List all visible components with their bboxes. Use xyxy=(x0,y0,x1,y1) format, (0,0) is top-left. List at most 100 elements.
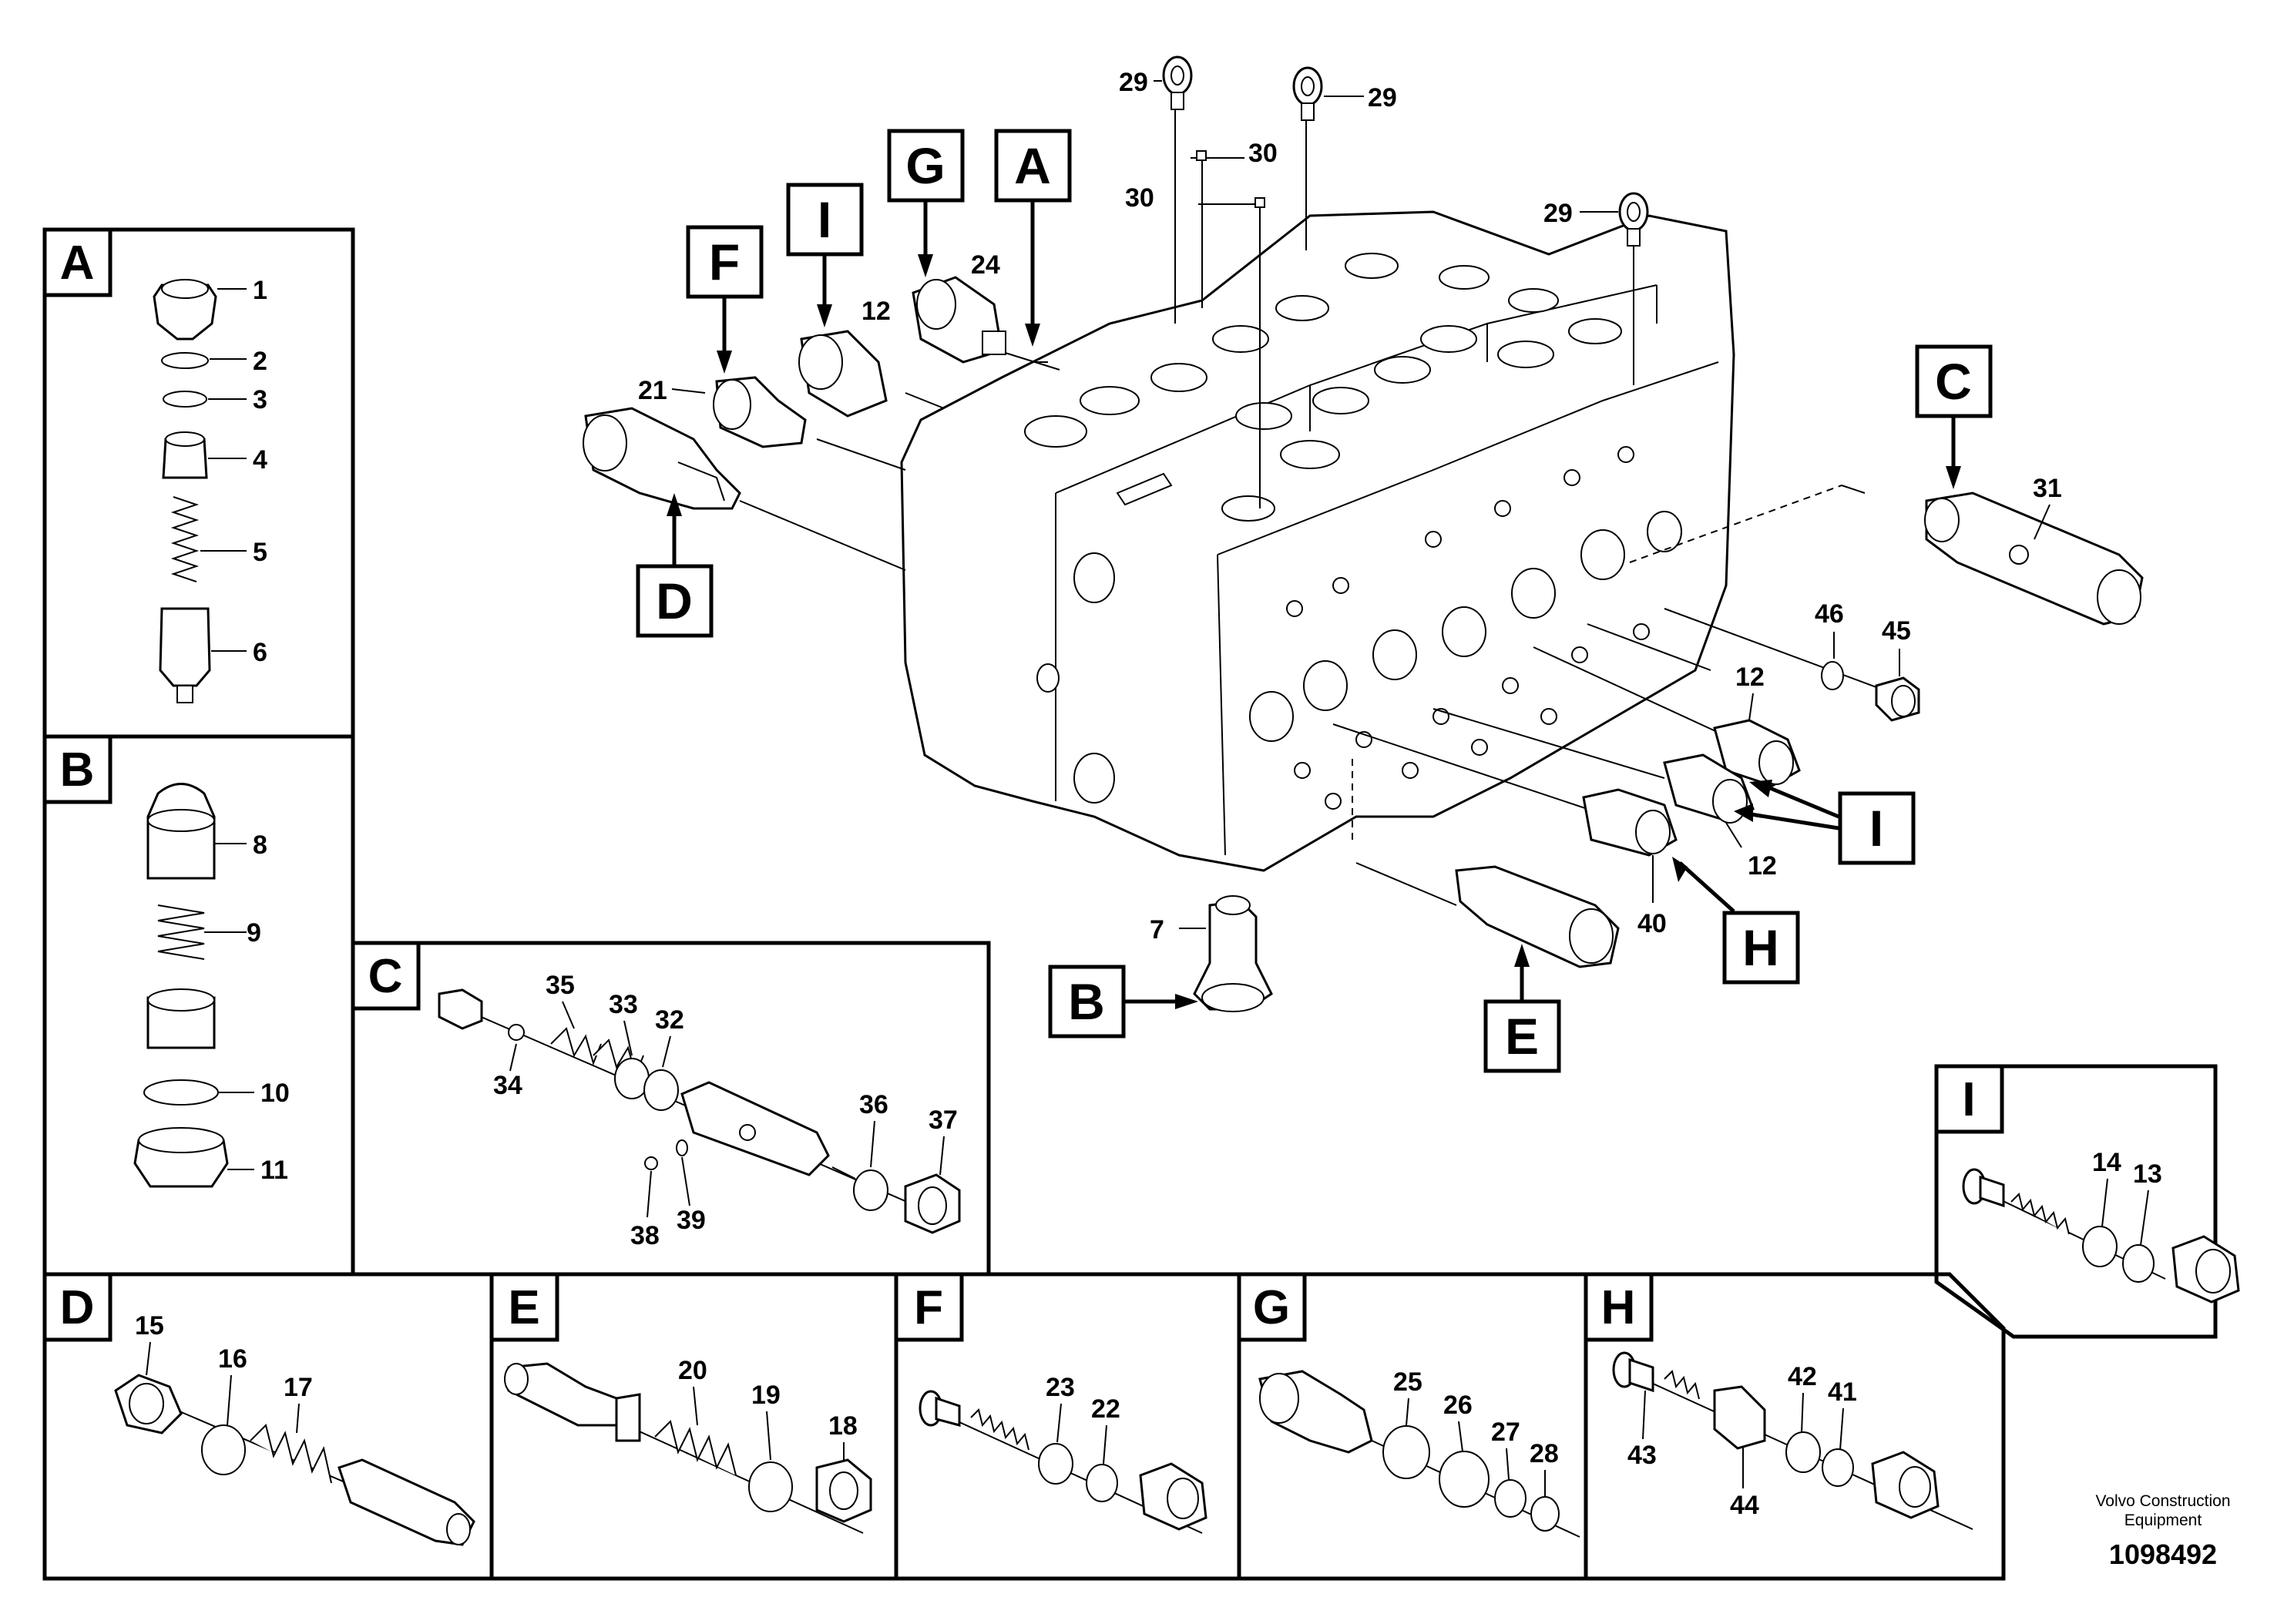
plug-30-bottom xyxy=(1254,197,1265,208)
footer-branding: Volvo Construction Equipment 1098492 xyxy=(2095,1492,2230,1570)
svg-text:32: 32 xyxy=(655,1005,684,1035)
svg-text:36: 36 xyxy=(859,1090,888,1119)
svg-text:31: 31 xyxy=(2033,474,2062,503)
valve-c-31 xyxy=(1924,492,2144,626)
callout-A: A xyxy=(994,129,1072,347)
control-valve-block xyxy=(900,210,1735,872)
svg-text:15: 15 xyxy=(135,1311,164,1340)
company-name-line2: Equipment xyxy=(2124,1512,2202,1529)
svg-text:I: I xyxy=(1962,1073,1975,1126)
svg-text:30: 30 xyxy=(1248,139,1278,168)
panel-G: G 25 26 27 28 xyxy=(1237,1272,1588,1581)
svg-text:F: F xyxy=(914,1281,943,1334)
svg-text:17: 17 xyxy=(284,1373,313,1402)
valve-i-12-mid xyxy=(1663,753,1755,824)
svg-text:44: 44 xyxy=(1730,1491,1759,1520)
callout-D: D xyxy=(636,493,714,638)
callout-G: G xyxy=(887,129,965,277)
svg-text:14: 14 xyxy=(2092,1148,2121,1177)
svg-text:3: 3 xyxy=(253,385,267,414)
svg-text:D: D xyxy=(656,572,693,629)
panel-C: C 35 33 32 34 36 37 38 39 xyxy=(351,941,991,1277)
callout-I-right: I xyxy=(1734,780,1916,865)
svg-text:B: B xyxy=(60,743,95,797)
svg-text:43: 43 xyxy=(1627,1441,1657,1470)
valve-d xyxy=(583,407,741,510)
valve-g-24 xyxy=(912,276,1006,364)
ring-46 xyxy=(1821,661,1844,690)
panel-B: B 8 9 10 11 xyxy=(42,734,355,1277)
panel-H: H 42 41 43 44 xyxy=(1584,1272,2006,1581)
plug-30-top xyxy=(1196,150,1207,161)
svg-text:H: H xyxy=(1601,1281,1636,1334)
svg-text:35: 35 xyxy=(546,971,575,1000)
svg-text:B: B xyxy=(1068,973,1105,1030)
svg-text:G: G xyxy=(1253,1281,1290,1334)
svg-text:E: E xyxy=(508,1281,539,1334)
svg-text:41: 41 xyxy=(1828,1377,1857,1407)
company-name-line1: Volvo Construction xyxy=(2095,1492,2230,1510)
svg-text:26: 26 xyxy=(1443,1391,1473,1420)
svg-text:A: A xyxy=(1014,137,1051,194)
svg-text:10: 10 xyxy=(260,1079,290,1108)
valve-e xyxy=(1455,865,1620,968)
svg-text:8: 8 xyxy=(253,830,267,860)
svg-text:2: 2 xyxy=(253,347,267,376)
panel-E: E 20 19 18 xyxy=(489,1272,898,1581)
svg-text:F: F xyxy=(709,233,740,290)
svg-text:C: C xyxy=(368,950,403,1003)
svg-text:11: 11 xyxy=(260,1156,288,1185)
svg-text:37: 37 xyxy=(929,1106,958,1135)
callout-C: C xyxy=(1915,344,1993,489)
drawing-number: 1098492 xyxy=(2109,1538,2217,1570)
svg-text:21: 21 xyxy=(638,376,667,405)
eyebolt-right xyxy=(1618,192,1649,247)
main-leader-lines xyxy=(739,108,1904,906)
svg-text:30: 30 xyxy=(1125,183,1154,213)
valve-f-21 xyxy=(713,376,807,448)
svg-text:5: 5 xyxy=(253,538,267,567)
svg-text:28: 28 xyxy=(1530,1439,1559,1468)
svg-text:40: 40 xyxy=(1637,909,1667,938)
eyebolt-center xyxy=(1292,66,1323,121)
top-ports xyxy=(1024,253,1622,522)
svg-text:H: H xyxy=(1742,919,1779,976)
side-holes xyxy=(1036,446,1682,810)
svg-text:1: 1 xyxy=(253,276,267,305)
svg-text:38: 38 xyxy=(630,1221,660,1250)
svg-text:29: 29 xyxy=(1119,68,1148,97)
svg-text:4: 4 xyxy=(253,445,267,475)
svg-text:I: I xyxy=(1869,800,1883,857)
svg-text:12: 12 xyxy=(862,297,891,326)
svg-text:39: 39 xyxy=(677,1206,706,1235)
svg-text:G: G xyxy=(905,137,945,194)
callout-H: H xyxy=(1672,857,1800,985)
svg-text:C: C xyxy=(1935,353,1972,410)
svg-text:E: E xyxy=(1505,1008,1539,1065)
svg-text:7: 7 xyxy=(1150,915,1164,945)
panel-A: A 1 2 3 4 5 6 xyxy=(42,227,355,739)
svg-text:I: I xyxy=(818,191,831,248)
svg-text:34: 34 xyxy=(493,1071,522,1100)
svg-text:6: 6 xyxy=(253,638,267,667)
callout-E: E xyxy=(1483,944,1561,1073)
main-part-labels: 29 29 29 30 30 24 12 21 31 46 45 12 12 4… xyxy=(638,68,2062,945)
svg-text:33: 33 xyxy=(609,990,638,1019)
svg-text:20: 20 xyxy=(678,1356,707,1385)
svg-text:16: 16 xyxy=(218,1344,247,1374)
svg-text:12: 12 xyxy=(1735,663,1765,692)
panel-D: D 15 16 17 xyxy=(42,1272,494,1581)
svg-text:18: 18 xyxy=(828,1411,858,1441)
svg-text:13: 13 xyxy=(2133,1159,2162,1189)
svg-text:22: 22 xyxy=(1091,1394,1120,1424)
panel-F: F 23 22 xyxy=(894,1272,1241,1581)
svg-text:12: 12 xyxy=(1748,851,1777,881)
svg-text:29: 29 xyxy=(1543,199,1573,228)
svg-text:A: A xyxy=(60,237,95,290)
valve-b-7 xyxy=(1193,895,1273,1012)
svg-text:29: 29 xyxy=(1368,83,1397,112)
valve-i-12 xyxy=(798,330,888,418)
callout-B: B xyxy=(1048,965,1198,1038)
